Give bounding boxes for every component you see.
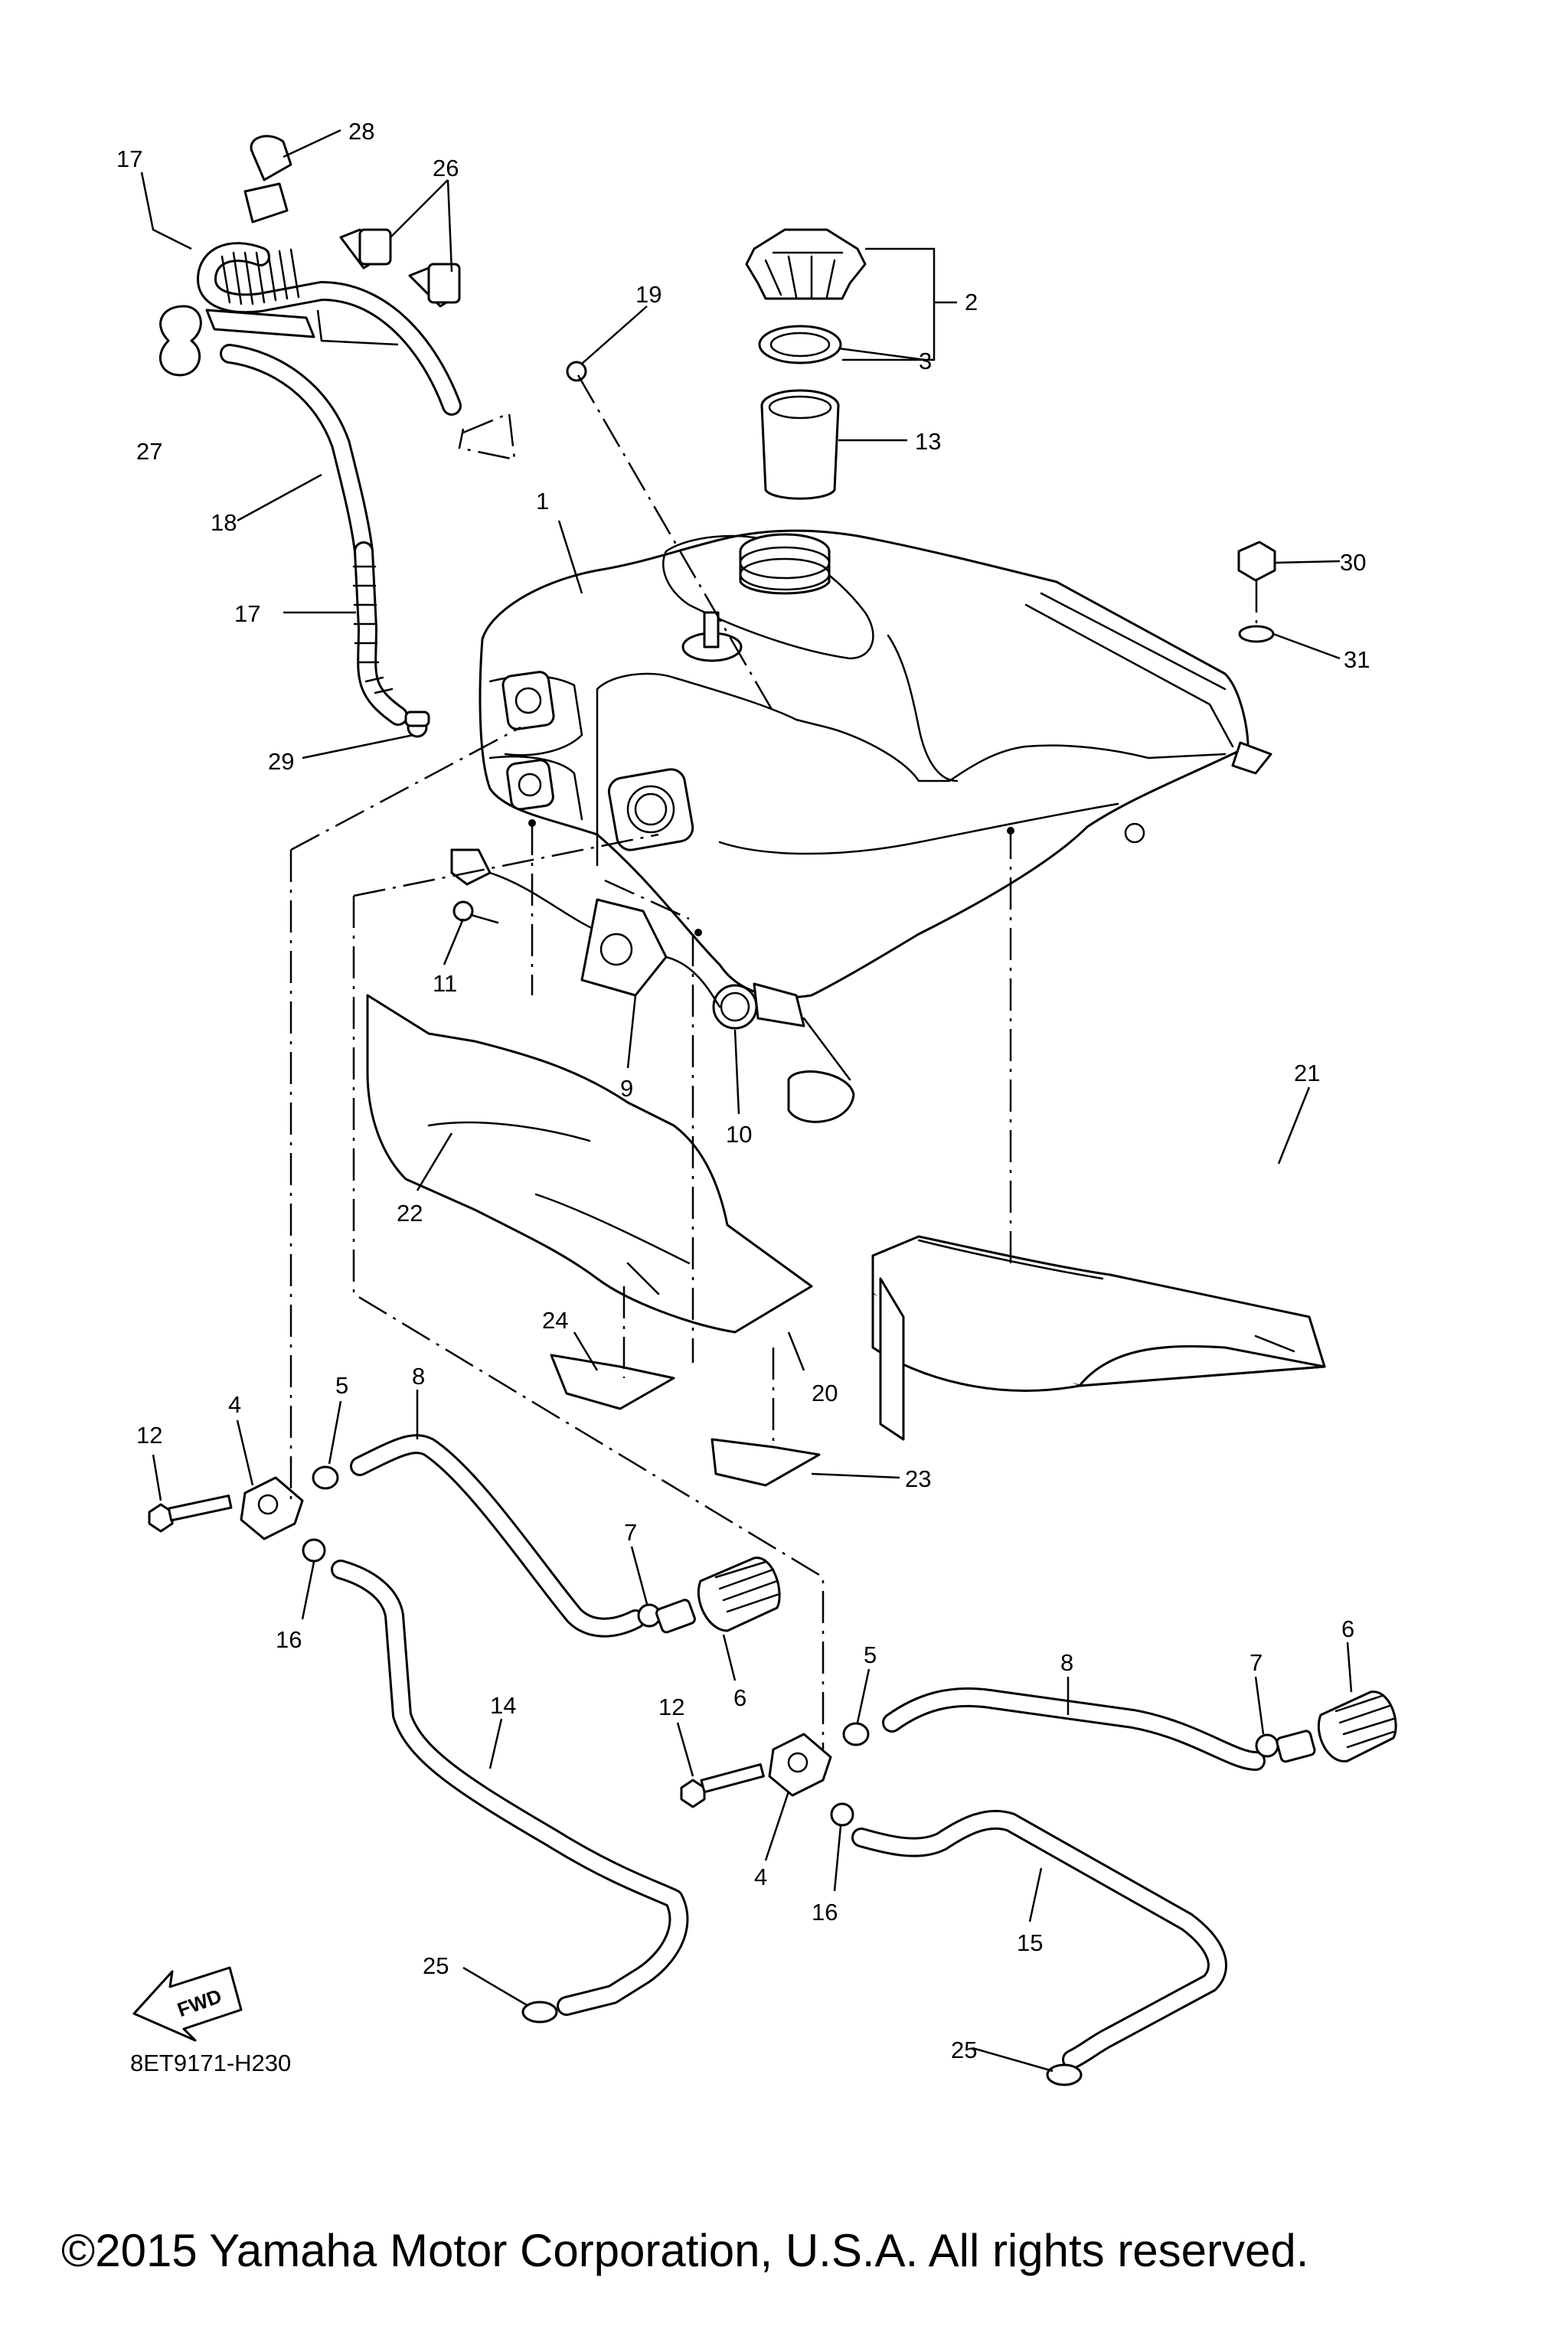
copyright-notice: ©2015 Yamaha Motor Corporation, U.S.A. A…: [61, 2225, 1308, 2276]
callout-12a: 12: [136, 1422, 162, 1449]
callout-11: 11: [433, 970, 457, 997]
callout-7b: 7: [1250, 1649, 1263, 1676]
callout-12b: 12: [658, 1694, 684, 1720]
callout-6a: 6: [733, 1684, 746, 1711]
reference-dots: [528, 819, 1014, 936]
callout-5b: 5: [864, 1642, 877, 1668]
fuel-lines-right: [680, 1687, 1397, 2086]
callout-4b: 4: [754, 1864, 767, 1890]
fuel-tank: [479, 529, 1272, 999]
callout-6b: 6: [1341, 1615, 1354, 1642]
callout-22: 22: [397, 1200, 423, 1227]
callout-25a: 25: [423, 1952, 449, 1979]
callout-23: 23: [905, 1465, 931, 1492]
callout-8b: 8: [1060, 1649, 1073, 1676]
drawing-code: 8ET9171-H230: [130, 2050, 291, 2076]
cap-gasket: [758, 325, 842, 364]
callout-26: 26: [433, 155, 459, 181]
callout-3: 3: [919, 348, 932, 374]
callout-17b: 17: [234, 600, 260, 627]
callout-16a: 16: [276, 1626, 302, 1653]
leader-lines: [140, 129, 1353, 2073]
callout-8a: 8: [412, 1363, 425, 1390]
callout-18: 18: [211, 509, 237, 536]
callout-28: 28: [348, 118, 374, 145]
forward-direction-arrow: FWD: [132, 1966, 243, 2042]
alignment-lines: [289, 374, 1258, 1749]
fuel-lines-left: [148, 1434, 781, 2024]
callout-21: 21: [1294, 1060, 1320, 1086]
callout-14: 14: [490, 1692, 516, 1719]
callout-24: 24: [542, 1307, 568, 1334]
callout-10: 10: [726, 1121, 752, 1148]
fuel-cap: [745, 228, 867, 300]
callout-15: 15: [1017, 1929, 1043, 1956]
callout-30: 30: [1340, 549, 1366, 576]
callout-9: 9: [620, 1075, 633, 1102]
callout-1: 1: [536, 488, 549, 514]
callout-16b: 16: [812, 1899, 838, 1926]
callout-17a: 17: [116, 145, 142, 172]
hose-clamps: [158, 135, 587, 382]
callout-20: 20: [812, 1380, 838, 1406]
callout-29: 29: [268, 748, 294, 775]
heat-shields: [366, 994, 1326, 1487]
callout-13: 13: [915, 428, 941, 455]
callout-5a: 5: [335, 1372, 348, 1399]
fuel-strainer: [760, 389, 840, 500]
callout-19: 19: [635, 281, 662, 308]
nut-washer: [1237, 541, 1276, 643]
callout-31: 31: [1344, 646, 1370, 673]
callout-25b: 25: [951, 2037, 977, 2063]
callout-7a: 7: [624, 1519, 637, 1546]
fuel-level-sender: [450, 848, 855, 1123]
callout-labels: 1 2 3 4 4 5 5 6 6 7 7 8 8 9 10 11 12 12 …: [116, 118, 1370, 2063]
callout-2: 2: [965, 289, 978, 315]
breather-hose-assembly: [197, 242, 462, 738]
callout-4a: 4: [228, 1391, 241, 1418]
callout-27: 27: [136, 438, 162, 465]
